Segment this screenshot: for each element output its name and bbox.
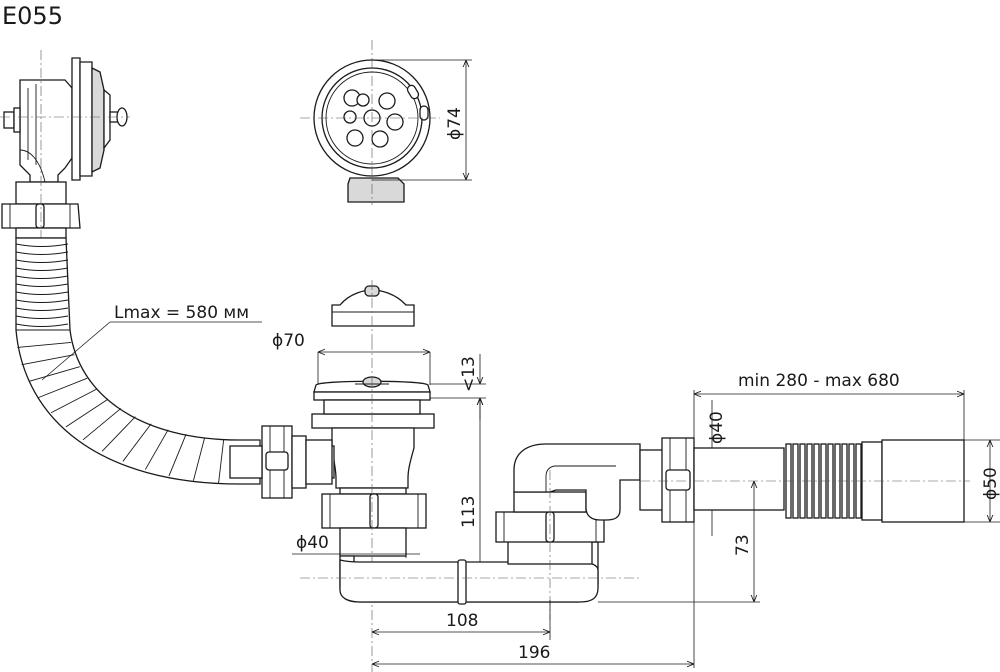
hose-rib (15, 299, 69, 303)
overflow-assembly (0, 50, 130, 245)
hose-rib (15, 283, 69, 287)
height-113-label: 113 (459, 496, 479, 528)
hose-rib (50, 388, 97, 414)
outlet-diameter-label: ϕ40 (707, 411, 727, 444)
hose-rib (192, 437, 206, 481)
hose-rib (28, 366, 80, 382)
flexible-hose (15, 237, 261, 485)
hose-rib (17, 342, 72, 348)
hose-rib (15, 315, 69, 319)
outlet-hose-diameter-label: ϕ50 (981, 467, 1000, 500)
hose-rib (15, 275, 69, 279)
grate-diameter-label: ϕ74 (445, 107, 465, 140)
hose-rib (15, 243, 69, 247)
hose-length-callout: Lmax = 580 мм (41, 303, 262, 381)
hose-rib (122, 423, 152, 462)
width-196-label: 196 (518, 643, 550, 663)
cap-height-label: <13 (459, 356, 479, 392)
hose-rib (15, 251, 69, 255)
hose-rib (15, 307, 69, 311)
hose-rib (144, 429, 169, 470)
grate-top-view: ϕ74 (300, 40, 472, 205)
trap-riser (495, 443, 641, 620)
hose-rib (21, 354, 75, 366)
inlet-diameter-label: ϕ40 (296, 533, 329, 553)
width-108-label: 108 (446, 611, 478, 631)
drain-body: ϕ70 <13 113 (229, 331, 486, 672)
hose-rib (82, 408, 122, 441)
hose-rib (38, 377, 88, 398)
outlet-pipe: min 280 - max 680 ϕ40 ϕ50 73 (598, 371, 1000, 603)
hose-rib (101, 416, 136, 452)
hose-rib (15, 267, 69, 271)
hose-rib (15, 259, 69, 263)
hose-rib (65, 398, 109, 428)
model-code: E055 (2, 2, 63, 30)
hose-length-label: Lmax = 580 мм (114, 303, 249, 323)
outlet-length-label: min 280 - max 680 (738, 371, 900, 391)
hose-rib (15, 323, 69, 327)
bottom-dimensions: 108 196 (372, 522, 695, 668)
drain-plug (331, 280, 415, 340)
trap-bottom (300, 541, 640, 605)
hose-rib (218, 439, 225, 484)
hose-rib (15, 291, 69, 295)
cap-diameter-label: ϕ70 (272, 331, 305, 351)
hose-rib (168, 434, 187, 477)
height-73-label: 73 (733, 534, 753, 556)
